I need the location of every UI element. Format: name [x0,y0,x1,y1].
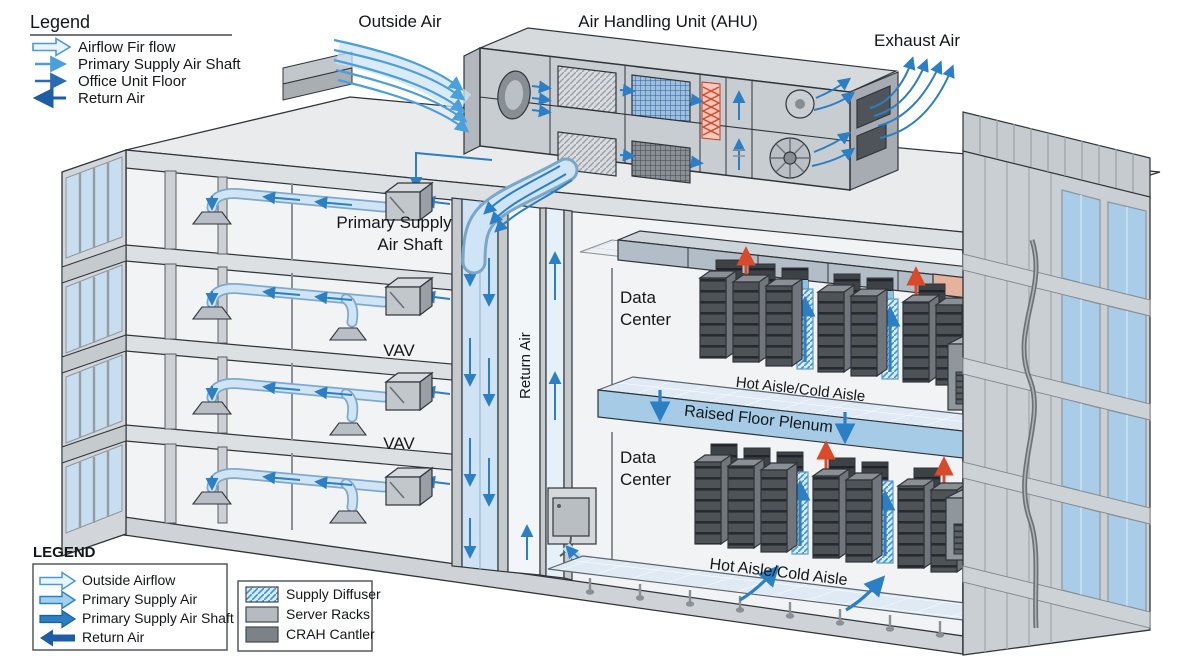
data-center-section [547,230,1133,653]
legend-item-label: Primary Supply Air [82,591,197,607]
vav-boxes [384,181,434,507]
legend-item-label: CRAH Cantler [286,626,375,642]
label-data-center-upper-line2: Center [620,310,671,329]
legend-bottom: LEGEND Outside Airflow Primary Supply Ai… [32,544,234,651]
air-handling-unit [461,27,899,275]
label-return-air-shaft: Return Air [517,332,534,399]
exhaust-air-arrows [869,56,955,139]
ahu-intake-fan [497,70,552,120]
underfloor-supply-arrow [739,565,780,602]
legend-row: CRAH Cantler [245,626,375,643]
ahu-internal-arrows [619,77,856,169]
primary-supply-shaft-arrow-icon [39,609,77,629]
facade-floor-bands [962,253,1151,629]
label-primary-supply-line1: Primary Supply [336,213,452,232]
server-racks-swatch-icon [245,606,279,623]
outline-airflow-arrow-icon [32,37,72,57]
supply-diffuser [328,327,368,341]
left-window-facade [61,149,127,557]
outside-air-arrows [333,38,472,133]
office-duct-floor-3 [191,378,451,436]
supply-down-arrows [463,238,496,559]
legend-row: Return Air [40,629,145,647]
vav-box [384,276,434,317]
legend-item-label: Return Air [78,90,145,107]
vav-box [384,371,434,412]
ahu-supply-fan [769,89,815,179]
ahu-filter [557,65,617,114]
vav-box [384,181,434,222]
legend-swatches: Supply Diffuser Server Racks CRAH Cantle… [237,580,381,652]
legend-item-label: Primary Supply Air Shaft [78,56,241,73]
floor-pedestals [585,578,945,638]
shaft-equipment-box [547,487,597,557]
supply-diffuser [191,211,233,225]
supply-diffuser [191,306,233,320]
label-vav-upper: VAV [383,341,415,360]
label-exhaust-air: Exhaust Air [874,31,960,50]
legend-bottom-title: LEGEND [33,544,96,561]
legend-row: Return Air [32,87,145,109]
office-duct-floor-4 [191,468,451,524]
cooling-coil [631,74,691,123]
legend-item-label: Airflow Fir flow [78,39,176,56]
outside-airflow-arrow-icon [39,571,77,591]
legend-item-label: Server Racks [286,606,370,622]
cooling-coil [631,140,691,184]
window-mullions [78,162,110,528]
primary-supply-arrow-icon [39,590,77,610]
label-vav-lower: VAV [383,434,415,453]
legend-item-label: Primary Supply Air Shaft [82,610,234,626]
label-data-center-lower-line2: Center [620,470,671,489]
facade-seams [984,155,1052,652]
crah-swatch-icon [245,626,279,643]
facade-parapet [962,111,1151,198]
underfloor-supply-arrow [845,575,886,612]
legend-row: Office Unit Floor [35,72,186,90]
legend-item-label: Office Unit Floor [78,73,186,90]
legend-row: Primary Supply Air Shaft [35,55,241,73]
supply-diffuser [191,401,233,415]
supply-duct-band [461,157,579,275]
office-duct-floor-1 [191,151,493,225]
heating-coil [701,81,721,141]
legend-item-label: Supply Diffuser [286,586,381,602]
vav-box [384,466,434,507]
legend-top-title: Legend [30,12,90,32]
right-glass-facade [962,111,1151,656]
return-air-arrow-icon [40,629,75,647]
label-data-center-lower-line1: Data [620,448,656,467]
server-racks-upper [698,246,974,387]
supply-diffuser-swatch-icon [245,586,279,603]
label-data-center-upper-line1: Data [620,288,656,307]
legend-row: Server Racks [245,606,370,623]
legend-item-label: Return Air [82,629,145,645]
supply-diffuser [328,510,368,524]
supply-diffuser [328,422,368,436]
legend-row: Supply Diffuser [245,586,381,603]
label-outside-air: Outside Air [358,12,441,31]
label-ahu: Air Handling Unit (AHU) [578,12,758,31]
legend-item-label: Outside Airflow [82,572,176,588]
exhaust-opening [856,123,887,161]
label-primary-supply-line2: Air Shaft [377,235,442,254]
legend-row: Primary Supply Air [39,590,197,610]
supply-diffuser [191,491,233,505]
facade-windows [1061,189,1147,612]
legend-row: Airflow Fir flow [32,37,176,57]
legend-row: Primary Supply Air Shaft [39,609,234,629]
legend-row: Outside Airflow [39,571,176,591]
legend-top: Legend Airflow Fir flow Primary Supply A… [30,12,241,109]
